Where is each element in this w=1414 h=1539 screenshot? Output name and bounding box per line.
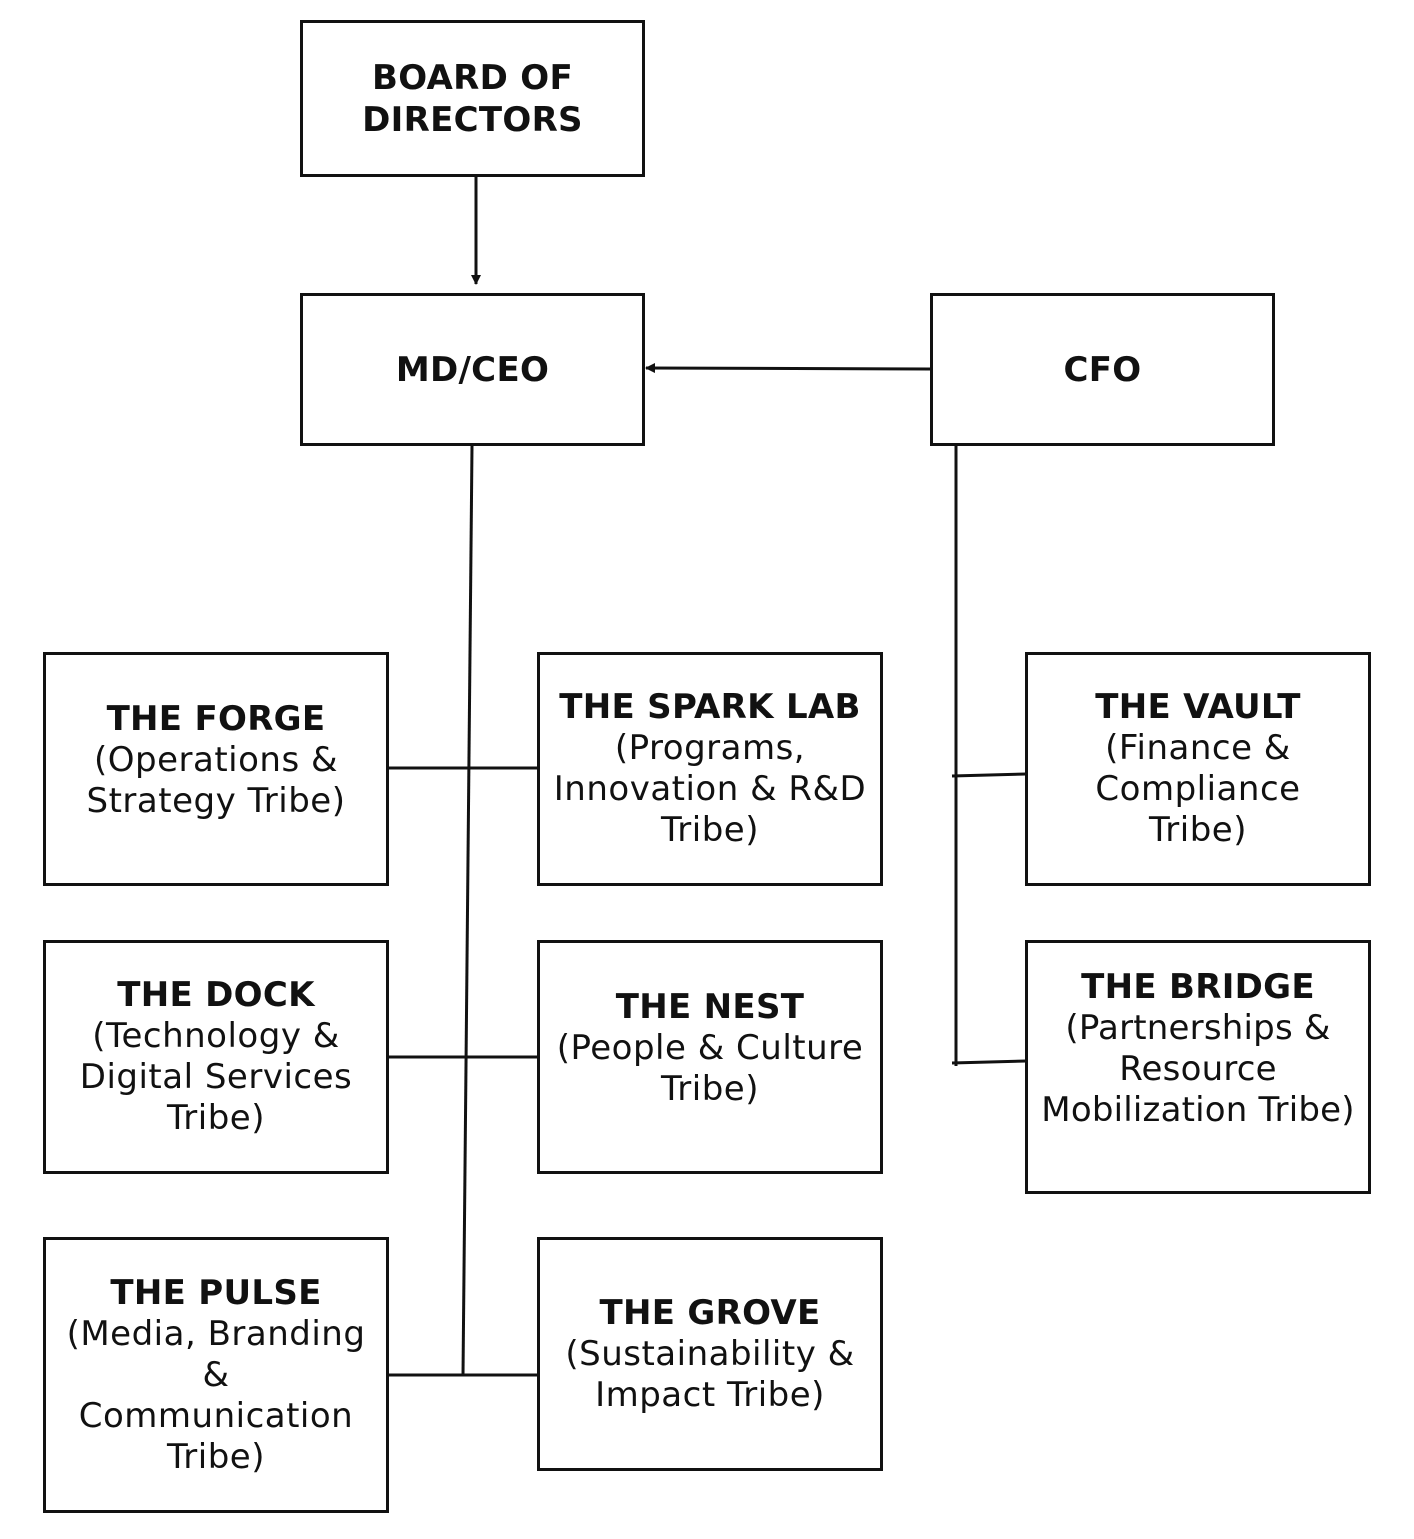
- board-title-line1: BOARD OF: [372, 57, 573, 98]
- bridge-title: THE BRIDGE: [1081, 967, 1315, 1007]
- dock-sub-line3: Tribe): [167, 1098, 265, 1138]
- pulse-title: THE PULSE: [110, 1272, 322, 1313]
- forge-title: THE FORGE: [106, 699, 326, 739]
- spark-sub-line1: (Programs,: [614, 728, 806, 768]
- the-nest-box: THE NEST (People & Culture Tribe): [537, 940, 883, 1174]
- board-of-directors-box: BOARD OF DIRECTORS: [300, 20, 645, 177]
- ceo-trunk-line: [461, 445, 474, 1376]
- nest-sub-line2: Tribe): [661, 1069, 759, 1109]
- bridge-connector: [951, 1059, 1027, 1065]
- grove-sub-line1: (Sustainability &: [565, 1333, 855, 1374]
- cfo-title: CFO: [1063, 349, 1142, 390]
- dock-sub-line2: Digital Services: [79, 1057, 353, 1097]
- pulse-sub-line3: Communication: [78, 1395, 354, 1436]
- bridge-sub-line3: Mobilization Tribe): [1041, 1090, 1355, 1130]
- the-bridge-box: THE BRIDGE (Partnerships & Resource Mobi…: [1025, 940, 1371, 1194]
- vault-sub-line2: Compliance: [1095, 769, 1301, 809]
- forge-sub-line1: (Operations &: [93, 740, 338, 780]
- nest-title: THE NEST: [615, 987, 805, 1027]
- vault-title: THE VAULT: [1095, 687, 1301, 727]
- pulse-sub-line1: (Media, Branding: [66, 1313, 366, 1354]
- bridge-sub-line1: (Partnerships &: [1065, 1008, 1331, 1048]
- dock-title: THE DOCK: [117, 975, 315, 1015]
- the-dock-box: THE DOCK (Technology & Digital Services …: [43, 940, 389, 1174]
- forge-sub-line2: Strategy Tribe): [86, 781, 346, 821]
- pulse-sub-line2: &: [202, 1354, 230, 1395]
- dock-sub-line1: (Technology &: [92, 1016, 340, 1056]
- spark-sub-line2: Innovation & R&D: [553, 769, 867, 809]
- the-spark-lab-box: THE SPARK LAB (Programs, Innovation & R&…: [537, 652, 883, 886]
- md-ceo-box: MD/CEO: [300, 293, 645, 446]
- vault-sub-line3: Tribe): [1149, 810, 1247, 850]
- cfo-to-ceo-arrow: [645, 363, 931, 374]
- the-forge-box: THE FORGE (Operations & Strategy Tribe): [43, 652, 389, 886]
- pulse-sub-line4: Tribe): [167, 1436, 265, 1477]
- grove-title: THE GROVE: [599, 1292, 821, 1333]
- the-pulse-box: THE PULSE (Media, Branding & Communicati…: [43, 1237, 389, 1513]
- spark-sub-line3: Tribe): [661, 810, 759, 850]
- the-vault-box: THE VAULT (Finance & Compliance Tribe): [1025, 652, 1371, 886]
- the-grove-box: THE GROVE (Sustainability & Impact Tribe…: [537, 1237, 883, 1471]
- nest-sub-line1: (People & Culture: [556, 1028, 864, 1068]
- board-title-line2: DIRECTORS: [362, 99, 583, 140]
- vault-sub-line1: (Finance &: [1105, 728, 1291, 768]
- ceo-title: MD/CEO: [395, 349, 550, 390]
- bridge-sub-line2: Resource: [1119, 1049, 1277, 1089]
- vault-connector: [951, 772, 1027, 778]
- cfo-box: CFO: [930, 293, 1275, 446]
- spark-title: THE SPARK LAB: [559, 687, 861, 727]
- grove-sub-line2: Impact Tribe): [595, 1374, 825, 1415]
